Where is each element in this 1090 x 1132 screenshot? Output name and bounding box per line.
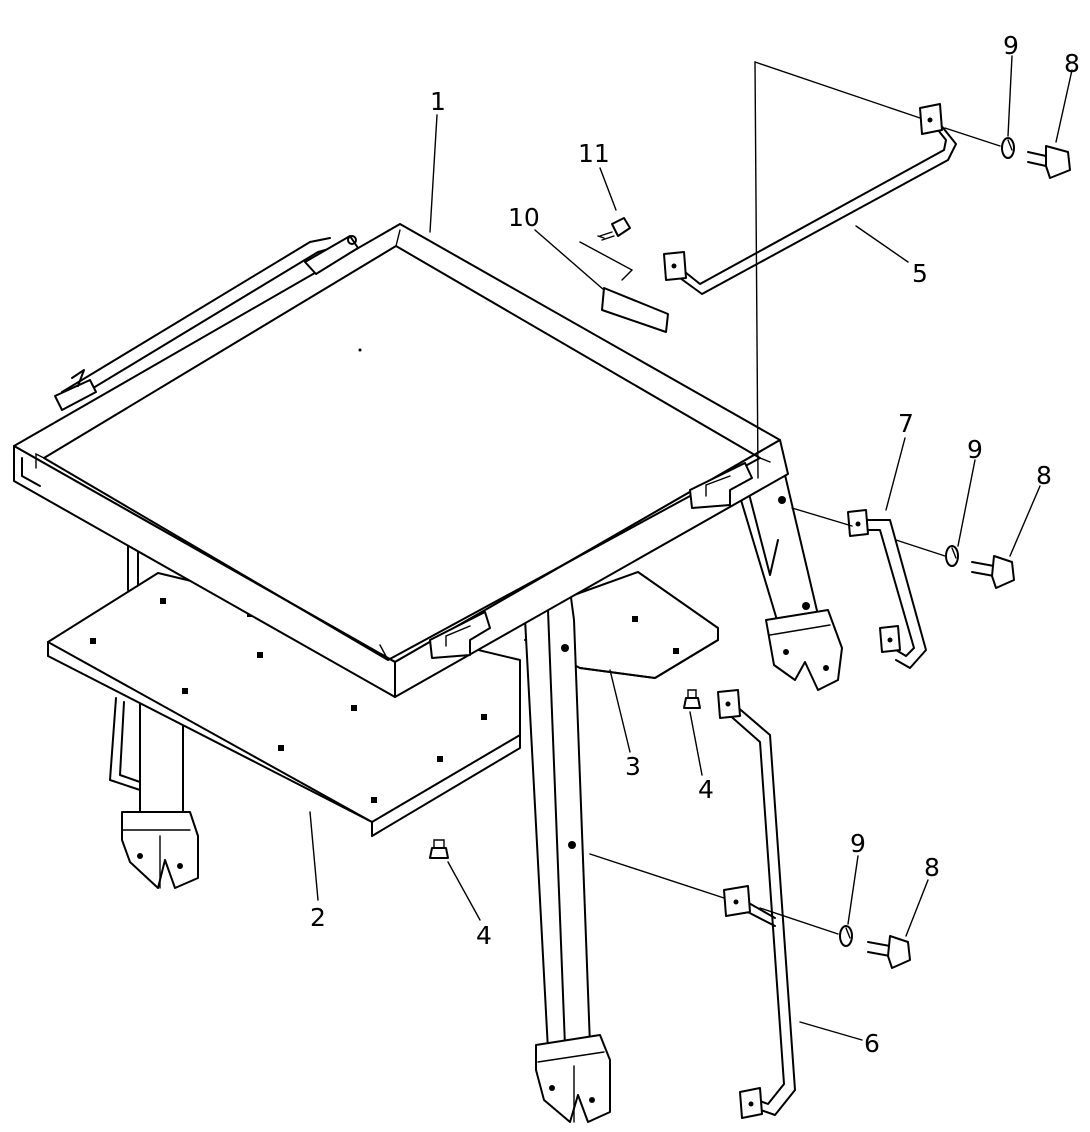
label-10: 10 (508, 203, 540, 232)
label-7: 7 (898, 409, 914, 438)
label-2: 2 (310, 903, 326, 932)
label-3: 3 (625, 752, 641, 781)
hex-bolt-icon (971, 555, 1015, 589)
top-handrail (663, 103, 957, 295)
label-9-middle: 9 (967, 435, 983, 464)
hex-bolt-icon (867, 935, 911, 969)
assembly-lines (589, 61, 1001, 935)
side-handrail (717, 689, 796, 1119)
short-grip (847, 509, 927, 669)
plate-and-screw (579, 217, 669, 333)
label-4-upper: 4 (698, 775, 714, 804)
cab-frame (13, 223, 789, 698)
spring-washer-icon (945, 545, 959, 567)
label-8-lower: 8 (924, 853, 940, 882)
label-9-upper: 9 (1003, 31, 1019, 60)
screw-icon (599, 217, 631, 241)
label-4-lower: 4 (476, 921, 492, 950)
label-8-upper: 8 (1064, 49, 1080, 78)
front-right-leg (523, 589, 611, 1123)
label-8-middle: 8 (1036, 461, 1052, 490)
label-11: 11 (578, 139, 610, 168)
hex-bolt-icon (1027, 145, 1071, 179)
leader-lines (309, 55, 1073, 1041)
label-9-lower: 9 (850, 829, 866, 858)
label-5: 5 (912, 259, 928, 288)
label-1: 1 (430, 87, 446, 116)
spring-washer-icon (1001, 137, 1015, 159)
rubber-stop-icon (683, 689, 701, 709)
rear-right-leg (734, 474, 843, 691)
rubber-stop-icon (429, 839, 449, 859)
spring-washer-icon (839, 925, 853, 947)
front-left-leg (109, 539, 199, 889)
label-6: 6 (864, 1029, 880, 1058)
